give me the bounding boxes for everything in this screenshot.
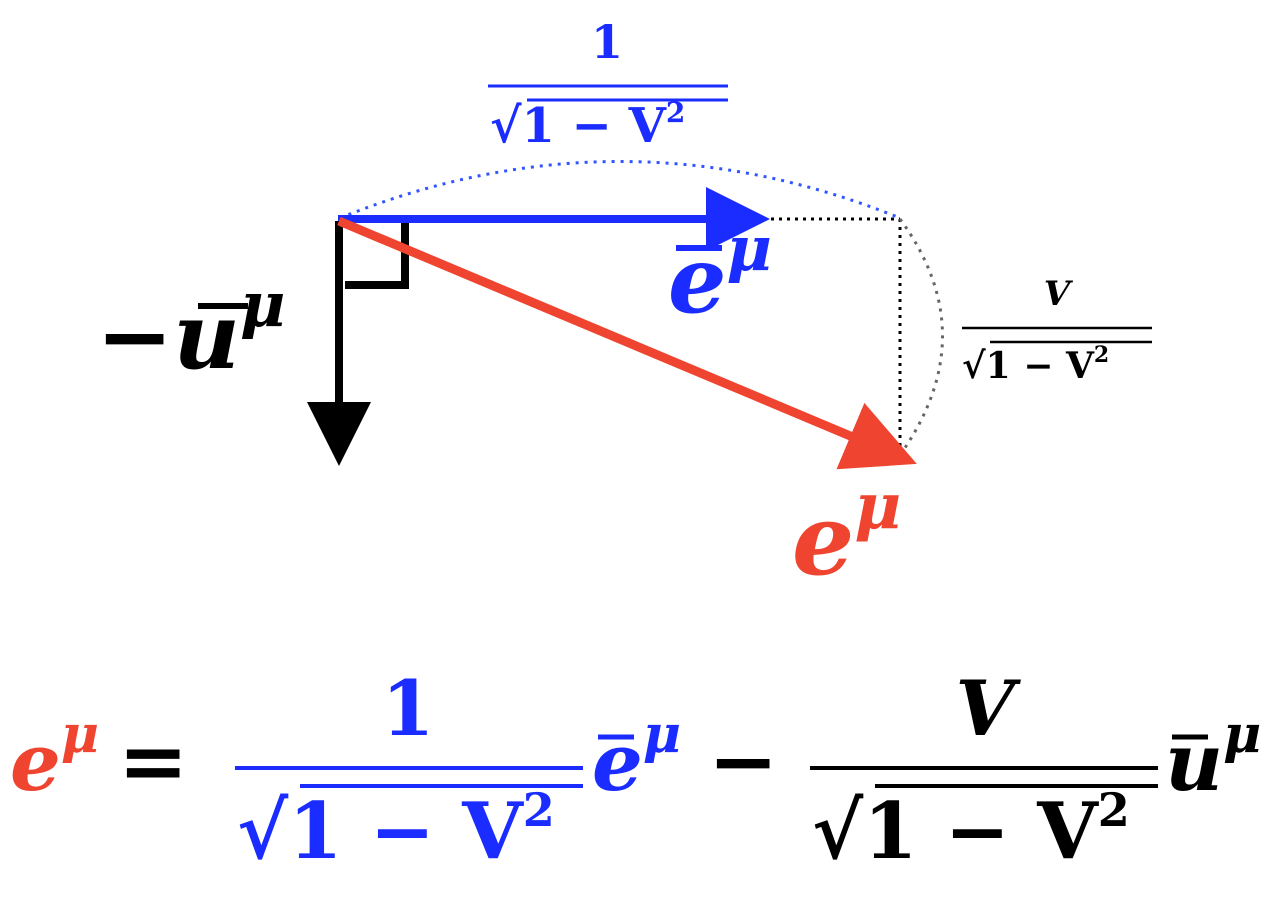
equation-frac1: 1 √1 − V2 <box>235 664 583 877</box>
label-ebar: eμ <box>668 212 772 334</box>
vector-e-arrow <box>337 216 917 470</box>
side-fraction-exponent: 2 <box>1094 342 1109 368</box>
equation-lhs-sup: μ <box>61 704 99 765</box>
equation-frac1-exponent: 2 <box>523 783 555 837</box>
label-e: eμ <box>792 469 901 598</box>
equation-frac1-radicand: 1 − V <box>288 786 524 877</box>
dotted-arc-top <box>339 160 901 220</box>
equation-term2-sup: μ <box>1223 704 1261 765</box>
sqrt-sign: √ <box>490 98 522 154</box>
label-ubar-prefix: − <box>96 282 173 390</box>
equation-term2-text: uμ <box>1165 704 1261 809</box>
top-fraction-radicand: 1 − V <box>522 98 667 154</box>
top-fraction-label: 1 √1 − V2 <box>488 15 728 154</box>
side-fraction-denominator: √1 − V2 <box>962 342 1109 387</box>
equation-term1-base: e <box>592 715 643 809</box>
label-ebar-text: eμ <box>668 212 772 334</box>
top-fraction-denominator: √1 − V2 <box>490 96 685 154</box>
equation-lhs: eμ <box>10 704 99 809</box>
side-fraction-numerator: V <box>1044 274 1074 314</box>
dotted-arc-side <box>898 218 944 456</box>
side-fraction-radicand: 1 − V <box>986 345 1095 387</box>
equation: eμ = 1 √1 − V2 eμ − V √1 − V2 uμ <box>10 664 1261 877</box>
right-angle-marker <box>345 221 409 289</box>
equation-frac2-denominator: √1 − V2 <box>812 783 1130 877</box>
equation-term1-sup: μ <box>643 704 681 765</box>
equation-frac2-numerator: V <box>956 664 1022 753</box>
equation-lhs-base: e <box>10 715 61 809</box>
equation-frac2: V √1 − V2 <box>810 664 1158 877</box>
equation-equals: = <box>118 711 188 810</box>
side-fraction-label: V √1 − V2 <box>962 274 1152 387</box>
sqrt-sign: √ <box>812 786 864 877</box>
label-ebar-base: e <box>668 226 727 334</box>
sqrt-sign: √ <box>962 345 986 387</box>
equation-frac1-denominator: √1 − V2 <box>237 783 555 877</box>
equation-term1-text: eμ <box>592 704 681 809</box>
equation-term1: eμ <box>592 704 681 809</box>
label-ubar-text: −uμ <box>96 268 285 390</box>
label-e-base: e <box>792 483 854 598</box>
equation-frac2-exponent: 2 <box>1098 783 1130 837</box>
label-ubar-base: u <box>173 282 240 390</box>
label-e-text: eμ <box>792 469 901 598</box>
equation-term2: uμ <box>1165 704 1261 809</box>
equation-frac2-radicand: 1 − V <box>863 786 1099 877</box>
equation-term2-base: u <box>1165 715 1223 809</box>
equation-minus: − <box>708 711 778 810</box>
label-ubar: −uμ <box>96 268 285 390</box>
equation-frac1-numerator: 1 <box>382 664 435 753</box>
top-fraction-exponent: 2 <box>666 96 685 129</box>
label-ebar-sup: μ <box>727 212 772 285</box>
top-fraction-numerator: 1 <box>591 15 623 69</box>
sqrt-sign: √ <box>237 786 289 877</box>
label-e-sup: μ <box>854 469 901 544</box>
